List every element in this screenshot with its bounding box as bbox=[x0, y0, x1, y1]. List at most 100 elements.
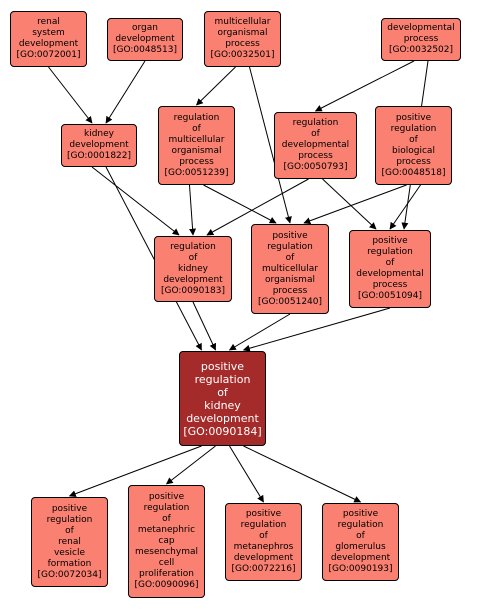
term-name-line: organismal bbox=[217, 28, 268, 38]
edge-arrow bbox=[243, 445, 362, 503]
edge-arrow bbox=[48, 66, 93, 124]
term-name-line: regulation bbox=[390, 123, 437, 134]
edge-arrow bbox=[195, 66, 236, 106]
term-name-line: kidney bbox=[204, 398, 241, 412]
term-name-line: organ bbox=[132, 23, 158, 33]
term-name-line: regulation bbox=[170, 241, 216, 252]
term-name-line: developmental bbox=[281, 140, 350, 150]
edge-arrow bbox=[165, 445, 216, 485]
term-name-line: of bbox=[285, 252, 295, 263]
term-name-line: positive bbox=[395, 112, 432, 123]
term-name-line: regulation bbox=[292, 118, 339, 128]
term-id: [GO:0051239] bbox=[164, 167, 229, 178]
term-id: [GO:0048513] bbox=[112, 45, 178, 55]
term-id: [GO:0072001] bbox=[16, 50, 81, 60]
term-id: [GO:0090184] bbox=[183, 424, 262, 438]
term-id: [GO:0090096] bbox=[134, 580, 199, 590]
term-name-line: developmental bbox=[387, 23, 455, 33]
term-name-line: development bbox=[163, 274, 223, 285]
edge-arrow bbox=[203, 184, 277, 224]
edge-arrow bbox=[322, 178, 377, 230]
edge-arrow bbox=[314, 60, 415, 112]
edge-arrow bbox=[303, 184, 407, 225]
term-name-line: system bbox=[32, 28, 65, 38]
term-name-line: of bbox=[162, 514, 171, 524]
term-id: [GO:0090183] bbox=[160, 285, 226, 296]
term-name-line: process bbox=[225, 39, 260, 49]
term-id: [GO:0032501] bbox=[210, 50, 275, 60]
term-name-line: of bbox=[65, 525, 74, 536]
term-name-line: formation bbox=[47, 558, 92, 569]
term-name-line: of bbox=[192, 123, 201, 134]
term-name-line: process bbox=[372, 280, 408, 290]
term-name-line: development bbox=[18, 39, 79, 49]
term-name-line: regulation bbox=[267, 241, 313, 252]
term-name-line: process bbox=[272, 285, 308, 296]
edge-arrow bbox=[192, 301, 216, 351]
edge-arrow bbox=[206, 178, 309, 236]
term-name-line: positive bbox=[372, 236, 408, 246]
term-id: [GO:0032502] bbox=[388, 45, 454, 55]
term-id: [GO:0051240] bbox=[257, 296, 323, 307]
term-name-line: positive bbox=[51, 503, 88, 514]
term-name-line: kidney bbox=[178, 263, 208, 274]
term-id: [GO:0001822] bbox=[66, 151, 132, 161]
term-id: [GO:0048518] bbox=[381, 167, 446, 178]
term-name-line: renal bbox=[37, 17, 60, 27]
term-name-line: development bbox=[69, 140, 129, 150]
term-name-line: cap bbox=[158, 536, 175, 546]
term-name-line: developmental bbox=[356, 269, 424, 279]
edge-arrow bbox=[68, 445, 202, 498]
term-name-line: organismal bbox=[171, 145, 222, 156]
term-name-line: regulation bbox=[173, 112, 220, 123]
term-name-line: positive bbox=[200, 359, 245, 373]
edge-arrow bbox=[389, 184, 421, 230]
term-name-line: development bbox=[330, 553, 391, 563]
term-id: [GO:0090193] bbox=[328, 564, 393, 574]
edge-arrow bbox=[249, 66, 292, 224]
term-name-line: renal bbox=[58, 536, 81, 547]
edge-arrow bbox=[105, 60, 146, 124]
edge-arrow bbox=[91, 166, 180, 236]
edge-arrow bbox=[228, 313, 291, 351]
term-name-line: of bbox=[311, 129, 320, 139]
edge-arrow bbox=[105, 166, 202, 351]
term-name-line: of bbox=[259, 531, 268, 541]
term-name-line: of bbox=[356, 531, 365, 541]
term-name-line: cell bbox=[158, 558, 175, 568]
term-id: [GO:0072216] bbox=[231, 564, 296, 574]
term-name-line: process bbox=[403, 34, 439, 44]
edge-arrow bbox=[229, 445, 264, 503]
term-name-line: proliferation bbox=[139, 569, 194, 579]
term-name-line: organismal bbox=[265, 274, 315, 285]
term-id: [GO:0072034] bbox=[37, 569, 102, 580]
term-name-line: development bbox=[233, 553, 294, 563]
term-name-line: process bbox=[396, 156, 431, 167]
term-name-line: positive bbox=[148, 492, 185, 502]
term-name-line: process bbox=[298, 151, 333, 161]
term-name-line: of bbox=[217, 385, 228, 399]
term-name-line: multicellular bbox=[262, 263, 318, 274]
edge-arrow bbox=[189, 184, 197, 236]
term-name-line: regulation bbox=[367, 247, 413, 257]
term-name-line: regulation bbox=[337, 520, 384, 530]
term-name-line: biological bbox=[392, 145, 435, 156]
term-name-line: of bbox=[188, 252, 198, 263]
